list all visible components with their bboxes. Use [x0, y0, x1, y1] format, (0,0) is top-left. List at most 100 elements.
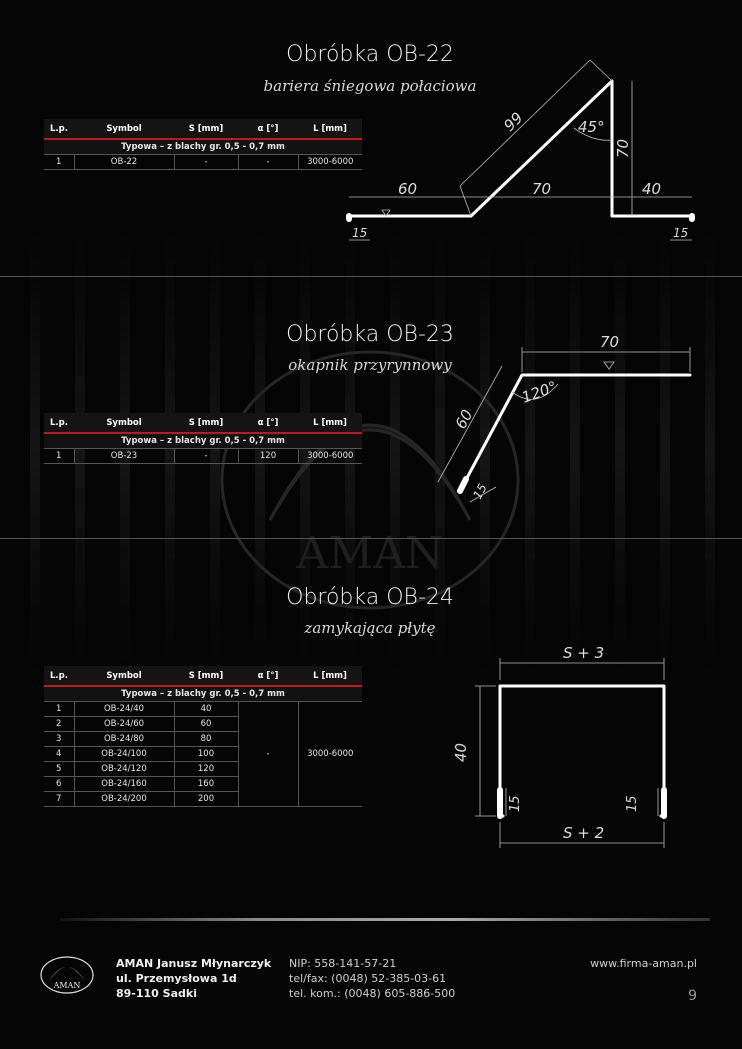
section-subtitle-ob23: okapnik przyrynnowy: [288, 356, 452, 374]
company-name: AMAN Janusz Młynarczyk: [116, 957, 272, 970]
header-s: S [mm]: [174, 119, 238, 140]
cell-s: 100: [173, 746, 238, 762]
cell-lp: 1: [44, 448, 74, 464]
table-row: 7 OB-24/200 200: [44, 791, 362, 807]
aman-logo: AMAN: [40, 956, 94, 994]
table-row: 2 OB-24/60 60: [44, 716, 362, 732]
header-symbol: Symbol: [74, 119, 174, 140]
cell-alpha-merged: -: [237, 701, 298, 807]
dim-70: 70: [600, 333, 619, 351]
dim-70-vertical: 70: [614, 139, 632, 158]
header-lp: L.p.: [44, 119, 74, 140]
cell-s: 160: [173, 776, 238, 792]
table-subheader-text: Typowa – z blachy gr. 0,5 - 0,7 mm: [44, 686, 362, 702]
table-row: 4 OB-24/100 100: [44, 746, 362, 762]
cell-l-merged: 3000-6000: [297, 701, 362, 807]
section-divider: [0, 276, 742, 277]
cell-symbol: OB-24/200: [73, 791, 174, 807]
cell-l: 3000-6000: [297, 154, 362, 170]
cell-symbol: OB-24/160: [73, 776, 174, 792]
table-header-row: L.p. Symbol S [mm] α [°] L [mm]: [44, 413, 362, 434]
section-divider: [0, 538, 742, 539]
cell-s: 40: [173, 701, 238, 717]
cell-symbol: OB-24/100: [73, 746, 174, 762]
dim-15-left: 15: [352, 226, 367, 240]
cell-symbol: OB-24/40: [73, 701, 174, 717]
dim-s-plus-3: S + 3: [563, 644, 604, 662]
cell-symbol: OB-24/120: [73, 761, 174, 777]
cell-symbol: OB-24/60: [73, 716, 174, 732]
header-l: L [mm]: [298, 119, 362, 140]
table-subheader-text: Typowa – z blachy gr. 0,5 - 0,7 mm: [44, 139, 362, 155]
drawing-ob22: 99 45° 70 60 70 40 15 15: [346, 59, 695, 241]
header-l: L [mm]: [298, 413, 362, 434]
dim-15-right: 15: [625, 795, 640, 812]
cell-symbol: OB-24/80: [73, 731, 174, 747]
header-s: S [mm]: [174, 666, 238, 687]
company-street: ul. Przemysłowa 1d: [116, 972, 237, 985]
cell-lp: 1: [44, 701, 74, 717]
cell-lp: 5: [44, 761, 74, 777]
header-symbol: Symbol: [74, 666, 174, 687]
header-alpha: α [°]: [238, 666, 298, 687]
table-row: 6 OB-24/160 160: [44, 776, 362, 792]
header-lp: L.p.: [44, 413, 74, 434]
cell-lp: 2: [44, 716, 74, 732]
table-subheader: Typowa – z blachy gr. 0,5 - 0,7 mm: [44, 139, 362, 155]
section-subtitle-ob24: zamykająca płytę: [304, 619, 436, 637]
cell-lp: 7: [44, 791, 74, 807]
footer-divider: [60, 918, 710, 921]
page-number: 9: [688, 988, 697, 1004]
header-lp: L.p.: [44, 666, 74, 687]
dim-15-right: 15: [673, 226, 688, 240]
cell-s: 60: [173, 716, 238, 732]
header-s: S [mm]: [174, 413, 238, 434]
header-alpha: α [°]: [238, 413, 298, 434]
table-subheader: Typowa – z blachy gr. 0,5 - 0,7 mm: [44, 433, 362, 449]
table-subheader: Typowa – z blachy gr. 0,5 - 0,7 mm: [44, 686, 362, 702]
cell-l: 3000-6000: [297, 448, 362, 464]
dim-40: 40: [452, 743, 470, 762]
section-title-ob24: Obróbka OB-24: [286, 585, 454, 610]
logo-text: AMAN: [53, 981, 81, 990]
dim-60: 60: [398, 180, 417, 198]
section-title-ob23: Obróbka OB-23: [286, 322, 454, 347]
contact-nip: NIP: 558-141-57-21: [289, 957, 397, 970]
contact-mobile: tel. kom.: (0048) 605-886-500: [289, 987, 456, 1000]
cell-symbol: OB-23: [73, 448, 174, 464]
table-row: 1 OB-23 - 120 3000-6000: [44, 448, 362, 464]
cell-alpha: 120: [237, 448, 298, 464]
website-link[interactable]: www.firma-aman.pl: [590, 957, 697, 970]
contact-telfax: tel/fax: (0048) 52-385-03-61: [289, 972, 447, 985]
table-row: 1 OB-24/40 40 - 3000-6000: [44, 701, 362, 807]
spec-table-ob22: L.p. Symbol S [mm] α [°] L [mm] Typowa –…: [44, 119, 362, 170]
spec-table-ob24: L.p. Symbol S [mm] α [°] L [mm] Typowa –…: [44, 666, 362, 807]
spec-table-ob23: L.p. Symbol S [mm] α [°] L [mm] Typowa –…: [44, 413, 362, 464]
section-subtitle-ob22: bariera śniegowa połaciowa: [263, 77, 477, 95]
cell-s: 120: [173, 761, 238, 777]
table-header-row: L.p. Symbol S [mm] α [°] L [mm]: [44, 119, 362, 140]
contact-block: NIP: 558-141-57-21 tel/fax: (0048) 52-38…: [289, 956, 455, 1001]
table-row: 3 OB-24/80 80: [44, 731, 362, 747]
header-alpha: α [°]: [238, 119, 298, 140]
section-title-ob22: Obróbka OB-22: [286, 42, 454, 67]
dim-s-plus-2: S + 2: [563, 824, 604, 842]
table-subheader-text: Typowa – z blachy gr. 0,5 - 0,7 mm: [44, 433, 362, 449]
cell-lp: 6: [44, 776, 74, 792]
dim-15: 15: [470, 481, 490, 501]
header-symbol: Symbol: [74, 413, 174, 434]
table-row: 1 OB-22 - - 3000-6000: [44, 154, 362, 170]
table-row: 5 OB-24/120 120: [44, 761, 362, 777]
dim-70: 70: [532, 180, 551, 198]
drawing-ob24: S + 3 40 15 15 S + 2: [452, 644, 667, 848]
cell-s: 80: [173, 731, 238, 747]
header-l: L [mm]: [298, 666, 362, 687]
company-city: 89-110 Sadki: [116, 987, 197, 1000]
cell-lp: 3: [44, 731, 74, 747]
watermark-text: AMAN: [295, 528, 443, 579]
cell-lp: 1: [44, 154, 74, 170]
dim-angle-45: 45°: [578, 118, 605, 136]
drawing-ob23: 70 120° 60 15: [437, 333, 692, 503]
dim-15-left: 15: [508, 795, 523, 812]
cell-s: 200: [173, 791, 238, 807]
